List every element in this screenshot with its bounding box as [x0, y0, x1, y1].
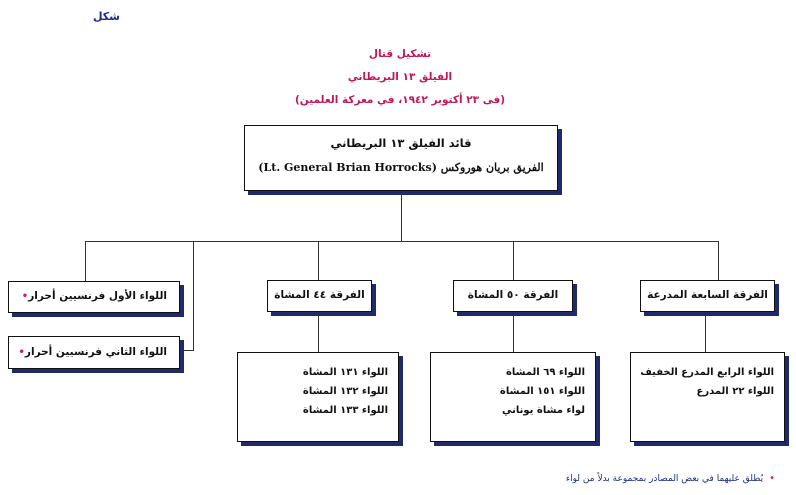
div50-infantry-box: الفرقة ٥٠ المشاة [453, 280, 573, 312]
figure-label: شكل [92, 10, 120, 23]
free-french-2-name: اللواء الثاني فرنسيين أحرار [24, 346, 167, 358]
connector-commander-down [401, 193, 402, 241]
free-french-1-box: اللواء الأول فرنسيين أحرار• [8, 281, 180, 313]
commander-box: قائد الفيلق ١٣ البريطاني الفريق بريان هو… [244, 125, 558, 191]
connector-to-div7 [718, 241, 719, 280]
connector-to-div50 [513, 241, 514, 280]
brigade-item: اللواء ١٣٢ المشاة [302, 386, 388, 397]
connector-vertical-free-french [193, 241, 194, 350]
commander-name: الفريق بريان هوروكس (Lt. General Brian H… [258, 161, 544, 174]
brigade-item: اللواء ١٣١ المشاة [302, 367, 388, 378]
footnote-bullet: • [769, 473, 775, 484]
connector-to-free-french-1 [85, 241, 86, 281]
bullet-marker-2: • [18, 347, 25, 358]
brigade-item: اللواء ١٥١ المشاة [499, 386, 585, 397]
commander-title: قائد الفيلق ١٣ البريطاني [330, 136, 472, 150]
div7-armored-box: الفرقة السابعة المدرعة [640, 280, 775, 312]
brigade-item: لواء مشاة يوناني [502, 405, 585, 416]
connector-to-div44 [318, 241, 319, 280]
div50-brigades-box: اللواء ٦٩ المشاة اللواء ١٥١ المشاة لواء … [430, 352, 596, 442]
diagram-title-line1: تشكيل قتال [368, 48, 432, 60]
free-french-2-label: اللواء الثاني فرنسيين أحرار• [9, 337, 179, 368]
diagram-title-line2: الفيلق ١٣ البريطاني [347, 71, 453, 83]
connector-horizontal-bus [85, 241, 718, 242]
footnote-text: يُطلق عليهما في بعض المصادر بمجموعة بدلا… [565, 474, 764, 484]
div7-brigade-list: اللواء الرابع المدرع الخفيف اللواء ٢٢ ال… [631, 353, 784, 401]
div50-infantry-label: الفرقة ٥٠ المشاة [467, 289, 559, 301]
div50-brigade-list: اللواء ٦٩ المشاة اللواء ١٥١ المشاة لواء … [431, 353, 595, 420]
footnote: • يُطلق عليهما في بعض المصادر بمجموعة بدل… [530, 473, 775, 484]
free-french-2-box: اللواء الثاني فرنسيين أحرار• [8, 336, 180, 369]
connector-div7-brigades [705, 313, 706, 352]
diagram-title-line3: (فى ٢٣ أكتوبر ١٩٤٢، في معركة العلمين) [294, 94, 506, 106]
brigade-item: اللواء ٦٩ المشاة [506, 367, 585, 378]
brigade-item: اللواء ١٣٣ المشاة [302, 405, 388, 416]
div44-infantry-box: الفرقة ٤٤ المشاة [267, 280, 372, 312]
brigade-item: اللواء الرابع المدرع الخفيف [640, 367, 774, 378]
connector-to-free-french-2 [178, 350, 194, 351]
connector-div44-brigades [318, 313, 319, 352]
brigade-item: اللواء ٢٢ المدرع [696, 386, 774, 397]
div7-armored-label: الفرقة السابعة المدرعة [647, 289, 768, 301]
free-french-1-label: اللواء الأول فرنسيين أحرار• [9, 282, 179, 311]
free-french-1-name: اللواء الأول فرنسيين أحرار [28, 290, 167, 302]
div7-brigades-box: اللواء الرابع المدرع الخفيف اللواء ٢٢ ال… [630, 352, 785, 442]
connector-div50-brigades [513, 313, 514, 352]
div44-infantry-label: الفرقة ٤٤ المشاة [274, 289, 365, 301]
bullet-marker-1: • [21, 291, 29, 302]
div44-brigades-box: اللواء ١٣١ المشاة اللواء ١٣٢ المشاة اللو… [237, 352, 399, 442]
div44-brigade-list: اللواء ١٣١ المشاة اللواء ١٣٢ المشاة اللو… [238, 353, 398, 420]
